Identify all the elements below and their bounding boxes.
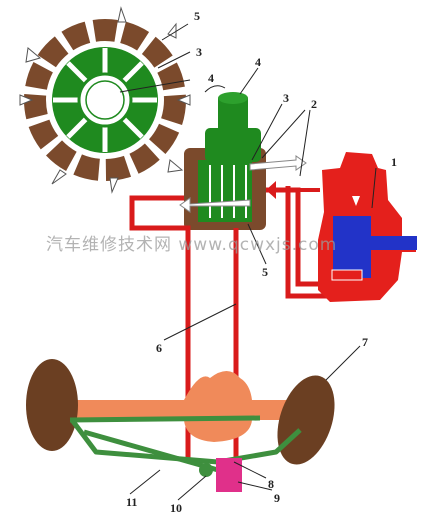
callout-6: 6 [156,341,162,355]
site-watermark: 汽车维修技术网 www.qcwxjs.com [46,235,337,255]
pump-housing [184,148,266,230]
right-wheel [277,375,335,465]
callout-4-cross-section: 4 [208,71,214,85]
callout-4-shaft: 4 [255,55,261,69]
callout-5-rotor: 5 [262,265,268,279]
callout-10: 10 [170,501,182,515]
rear-axle [70,371,300,442]
callout-labels: 1 2 3 3 4 4 5 5 6 7 8 9 10 11 [126,9,397,515]
steering-linkage [69,415,302,473]
callout-3-housing: 3 [283,91,289,105]
left-wheel [26,359,78,451]
callout-11: 11 [126,495,137,509]
callout-5-cross-section: 5 [194,9,200,23]
callout-9: 9 [274,491,280,505]
drive-shaft [204,85,261,162]
callout-7: 7 [362,335,368,349]
callout-1: 1 [391,155,397,169]
pipe-arrow [266,181,320,199]
callout-2: 2 [311,97,317,111]
callout-3-cross-section: 3 [196,45,202,59]
rotor-cross-section [19,6,191,194]
leader-lines [119,23,377,501]
callout-8: 8 [268,477,274,491]
steering-pump-assembly [318,152,417,302]
